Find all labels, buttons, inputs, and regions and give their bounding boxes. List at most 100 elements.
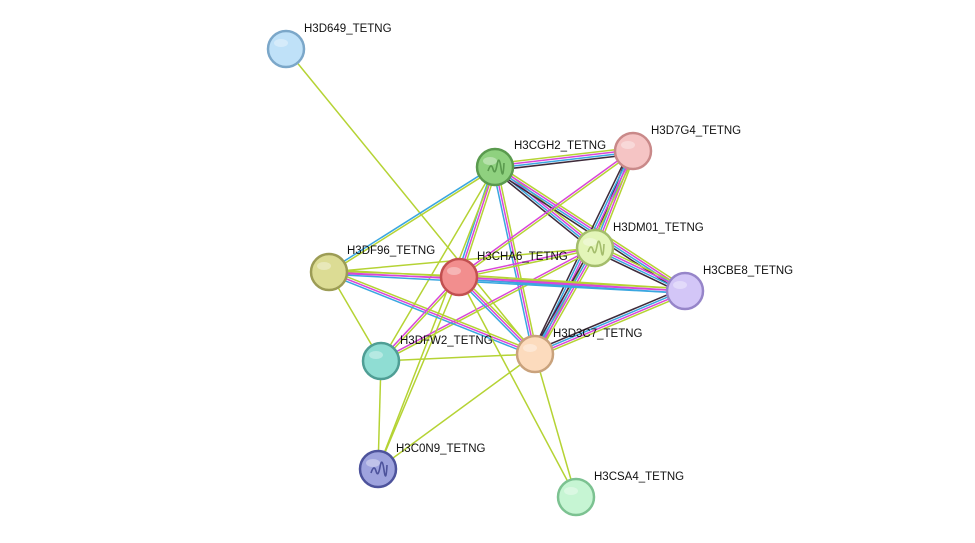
- edge-evidence-line: [494, 149, 633, 167]
- node-label: H3CSA4_TETNG: [594, 471, 684, 483]
- edge-h3dm01-tetng-h3d3c7-tetng: [531, 246, 599, 356]
- node-circle[interactable]: [309, 252, 349, 292]
- node-h3cgh2-tetng[interactable]: H3CGH2_TETNG: [475, 140, 606, 187]
- edge-evidence-line: [492, 168, 594, 252]
- node-h3cbe8-tetng[interactable]: H3CBE8_TETNG: [665, 265, 793, 311]
- edge-evidence-line: [458, 278, 685, 294]
- node-circle[interactable]: [515, 334, 555, 374]
- node-h3cha6-tetng[interactable]: H3CHA6_TETNG: [439, 251, 568, 297]
- nodes-layer: H3D649_TETNG H3CGH2_TETNG H3D7G4_TETNG H3DM…: [266, 23, 793, 517]
- edge-evidence-line: [456, 166, 494, 277]
- edge-h3dfw2-tetng-h3d3c7-tetng: [380, 353, 536, 362]
- edge-evidence-line: [535, 291, 686, 356]
- edge-evidence-line: [328, 165, 495, 272]
- protein-structure-icon: [370, 461, 388, 477]
- edge-evidence-line: [534, 353, 577, 498]
- node-label: H3CBE8_TETNG: [703, 265, 793, 277]
- node-circle[interactable]: [665, 271, 705, 311]
- node-label: H3CHA6_TETNG: [477, 251, 568, 263]
- edge-h3cgh2-tetng-h3dfw2-tetng: [380, 166, 496, 362]
- node-highlight: [369, 351, 383, 359]
- node-label: H3DF96_TETNG: [347, 245, 435, 257]
- edge-evidence-line: [496, 166, 538, 354]
- edge-evidence-line: [535, 248, 597, 355]
- node-h3d649-tetng[interactable]: H3D649_TETNG: [266, 23, 392, 69]
- edge-evidence-line: [494, 166, 536, 355]
- node-h3dfw2-tetng[interactable]: H3DFW2_TETNG: [361, 335, 493, 381]
- node-circle[interactable]: [575, 228, 615, 268]
- edge-evidence-line: [495, 151, 634, 169]
- node-highlight: [274, 39, 288, 47]
- node-label: H3D649_TETNG: [304, 23, 392, 35]
- edge-evidence-line: [535, 293, 687, 358]
- node-h3d3c7-tetng[interactable]: H3D3C7_TETNG: [515, 328, 643, 374]
- edge-evidence-line: [377, 276, 460, 470]
- protein-structure-icon: [587, 240, 605, 256]
- node-label: H3CGH2_TETNG: [514, 140, 606, 152]
- node-circle[interactable]: [266, 29, 306, 69]
- node-h3dm01-tetng[interactable]: H3DM01_TETNG: [575, 222, 704, 268]
- edge-evidence-line: [492, 167, 534, 355]
- edge-evidence-line: [459, 274, 686, 290]
- edge-h3cgh2-tetng-h3c0n9-tetng: [377, 166, 496, 470]
- node-circle[interactable]: [613, 131, 653, 171]
- node-highlight: [366, 459, 380, 467]
- edge-evidence-line: [458, 246, 595, 277]
- edge-evidence-line: [531, 246, 593, 353]
- node-highlight: [673, 281, 687, 289]
- edge-evidence-line: [329, 167, 496, 274]
- edge-evidence-line: [380, 166, 496, 362]
- node-h3d7g4-tetng[interactable]: H3D7G4_TETNG: [613, 125, 741, 171]
- edge-h3cbe8-tetng-h3d3c7-tetng: [533, 287, 687, 358]
- node-highlight: [447, 267, 461, 275]
- node-highlight: [621, 141, 635, 149]
- node-h3csa4-tetng[interactable]: H3CSA4_TETNG: [556, 471, 684, 517]
- protein-structure-icon: [487, 159, 505, 175]
- node-h3c0n9-tetng[interactable]: H3C0N9_TETNG: [358, 443, 486, 489]
- node-highlight: [583, 238, 597, 246]
- edge-evidence-line: [533, 247, 595, 354]
- edge-evidence-line: [377, 353, 536, 470]
- node-label: H3D3C7_TETNG: [553, 328, 643, 340]
- edge-h3cgh2-tetng-h3df96-tetng: [328, 165, 496, 274]
- edge-h3d3c7-tetng-h3c0n9-tetng: [377, 353, 536, 470]
- edge-evidence-line: [327, 273, 535, 357]
- edge-evidence-line: [328, 271, 536, 355]
- node-highlight: [523, 344, 537, 352]
- node-circle[interactable]: [475, 147, 515, 187]
- node-circle[interactable]: [361, 341, 401, 381]
- node-highlight: [483, 157, 497, 165]
- edge-evidence-line: [494, 146, 633, 165]
- edge-h3cgh2-tetng-h3d3c7-tetng: [492, 166, 538, 355]
- edge-evidence-line: [458, 276, 686, 292]
- node-highlight: [317, 262, 331, 270]
- edge-evidence-line: [457, 149, 633, 277]
- edge-evidence-line: [496, 163, 688, 289]
- node-label: H3D7G4_TETNG: [651, 125, 741, 137]
- edge-evidence-line: [377, 166, 496, 470]
- edge-h3dm01-tetng-h3cha6-tetng: [458, 246, 596, 279]
- node-h3df96-tetng[interactable]: H3DF96_TETNG: [309, 245, 435, 292]
- edge-h3cha6-tetng-h3c0n9-tetng: [377, 276, 460, 470]
- node-circle[interactable]: [556, 477, 596, 517]
- node-label: H3DM01_TETNG: [613, 222, 704, 234]
- node-circle[interactable]: [358, 449, 398, 489]
- edge-evidence-line: [495, 165, 687, 291]
- node-label: H3DFW2_TETNG: [400, 335, 493, 347]
- node-label: H3C0N9_TETNG: [396, 443, 486, 455]
- edge-h3cha6-tetng-h3csa4-tetng: [458, 276, 577, 498]
- node-highlight: [564, 487, 578, 495]
- edge-evidence-line: [534, 289, 685, 354]
- edge-h3d3c7-tetng-h3csa4-tetng: [534, 353, 577, 498]
- edge-h3d649-tetng-h3d3c7-tetng: [285, 48, 536, 355]
- node-circle[interactable]: [439, 257, 479, 297]
- edge-h3df96-tetng-h3d3c7-tetng: [327, 269, 537, 357]
- edge-h3cha6-tetng-h3cbe8-tetng: [458, 274, 686, 294]
- edge-evidence-line: [458, 166, 496, 278]
- edge-h3cgh2-tetng-h3d7g4-tetng: [494, 146, 634, 172]
- edge-evidence-line: [537, 249, 599, 356]
- edge-evidence-line: [459, 248, 596, 279]
- edge-evidence-line: [458, 276, 577, 498]
- edge-evidence-line: [380, 353, 536, 362]
